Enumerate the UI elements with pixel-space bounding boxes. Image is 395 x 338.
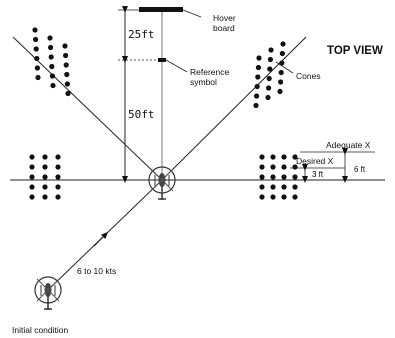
cone-icon [281,194,287,200]
cone-icon [281,184,287,190]
cone-icon [32,27,38,33]
cone-icon [50,82,56,89]
cone-icon [292,164,298,170]
cone-icon [47,35,53,41]
cone-icon [255,64,261,71]
cone-icon [29,194,35,200]
cone-icon [29,184,35,190]
cone-icon [49,73,56,79]
cone-icon [281,174,287,180]
cone-icon [292,194,298,200]
cone-icon [254,93,260,99]
cone-group-right-grid [259,154,298,200]
cone-icon [64,81,70,87]
cone-icon [279,60,285,66]
cone-icon [62,43,68,49]
cone-icon [277,88,283,95]
cone-icon [63,52,69,59]
cone-icon [29,154,35,160]
cone-icon [281,164,287,170]
cone-icon [281,154,287,160]
cone-icon [42,184,48,190]
cone-icon [280,41,286,47]
cone-group-upper-right [253,41,286,109]
cone-icon [55,164,61,170]
cone-icon [48,54,54,60]
cone-icon [292,174,298,180]
cone-icon [259,194,265,200]
cone-icon [33,46,39,52]
cone-icon [270,174,276,180]
hover-board-leader [182,9,202,18]
cone-icon [259,164,265,170]
cone-icon [55,174,61,180]
title: TOP VIEW [327,45,383,57]
cone-icon [55,154,61,160]
dim-3ft-label: 3 ft [312,170,324,179]
cone-icon [292,184,298,190]
cone-icon [259,184,265,190]
cone-icon [34,55,40,62]
speed-label: 6 to 10 kts [77,266,116,276]
hover-board-label-line2: board [213,23,235,33]
cone-icon [55,184,61,190]
cone-icon [34,65,41,71]
cone-group-left-grid [29,154,61,200]
cone-icon [35,74,41,81]
cone-icon [42,164,48,170]
cone-icon [266,75,272,82]
initial-condition-label: Initial condition [12,325,69,335]
cone-icon [64,71,70,78]
hover-board [139,7,183,12]
reference-symbol [158,58,166,62]
cone-icon [292,154,298,160]
cone-icon [268,47,274,53]
reference-symbol-leader [165,59,188,73]
cone-icon [29,164,35,170]
cone-icon [42,194,48,200]
cone-icon [48,44,54,51]
cone-icon [55,194,61,200]
cones-leader [275,61,294,74]
cone-icon [270,154,276,160]
cone-icon [42,154,48,160]
cone-icon [278,69,284,76]
cone-icon [255,74,261,80]
cones-label: Cones [296,71,321,81]
cone-icon [253,102,259,109]
cone-icon [29,174,35,180]
cone-icon [42,174,48,180]
hover-board-label-line1: Hover [213,13,236,23]
cone-icon [256,55,262,61]
cone-icon [254,83,260,90]
cone-icon [63,62,69,68]
desired-x-label: Desired X [296,156,334,166]
cone-icon [259,174,265,180]
cone-icon [49,63,55,70]
cone-icon [33,36,39,43]
cone-icon [267,56,273,63]
reference-symbol-label-line1: Reference [190,67,229,77]
cone-group-upper-left [32,27,71,97]
dim-25ft-label: 25ft [128,28,155,41]
reference-symbol-label-line2: symbol [190,77,217,87]
cone-icon [279,50,285,57]
cone-icon [267,66,273,72]
cone-icon [266,85,272,91]
cone-icon [65,90,71,97]
cone-icon [259,154,265,160]
cone-icon [265,94,271,101]
cone-icon [270,164,276,170]
speed-arrow [93,231,109,247]
helicopter-icon [34,276,62,311]
dim-50ft-label: 50ft [128,108,155,121]
cone-icon [270,184,276,190]
dim-6ft-label: 6 ft [354,165,366,174]
cone-icon [278,79,284,85]
adequate-x-label: Adequate X [326,140,371,150]
cone-icon [270,194,276,200]
